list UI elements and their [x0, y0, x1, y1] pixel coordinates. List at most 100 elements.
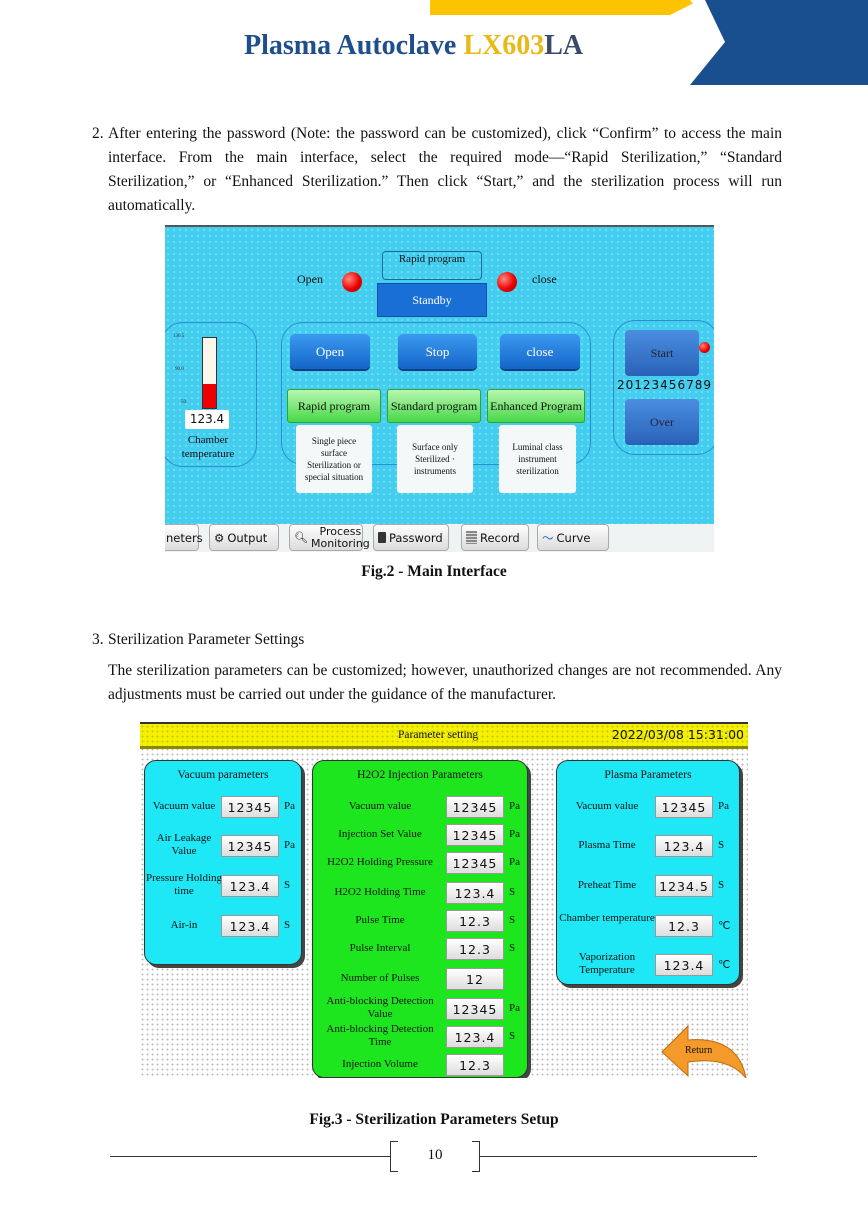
parameter-unit: S	[509, 942, 516, 954]
thermometer-gauge	[202, 337, 217, 409]
footer-bracket-right	[472, 1141, 480, 1172]
enhanced-program-button[interactable]: Enhanced Program	[487, 389, 585, 423]
over-button[interactable]: Over	[625, 399, 699, 445]
section-3-heading: Sterilization Parameter Settings	[108, 631, 305, 648]
datetime: 2022/03/08 15:31:00	[611, 727, 744, 742]
parameter-label: Pulse Time	[355, 914, 405, 926]
parameter-value-field[interactable]: 12.3	[655, 915, 713, 937]
parameter-unit: S	[509, 1030, 516, 1042]
parameter-value-field[interactable]: 123.4	[655, 835, 713, 857]
parameter-row: Vacuum value 12345 Pa	[145, 794, 301, 820]
parameter-value-field[interactable]: 12345	[446, 796, 504, 818]
parameter-unit: S	[284, 919, 291, 931]
device-icon	[378, 532, 386, 543]
parameter-label: Preheat Time	[577, 879, 637, 891]
parameter-label: Plasma Time	[578, 839, 636, 851]
parameter-label: Vaporization Temperature	[578, 951, 636, 976]
title-bar: Parameter setting 2022/03/08 15:31:00	[140, 722, 748, 749]
toolbar-password-button[interactable]: Password	[373, 524, 449, 551]
toolbar-parameters-button[interactable]: neters	[165, 524, 203, 551]
parameter-value-field[interactable]: 12345	[446, 824, 504, 846]
parameter-label: Vacuum value	[152, 800, 216, 812]
parameter-value-field[interactable]: 123.4	[446, 1026, 504, 1048]
footer-bracket-left	[390, 1141, 398, 1172]
parameter-value-field[interactable]: 12.3	[446, 1054, 504, 1076]
start-indicator-light	[699, 342, 710, 353]
open-indicator-label: Open	[297, 272, 323, 286]
screen-title: Parameter setting	[398, 729, 479, 741]
parameter-unit: ℃	[718, 959, 731, 971]
main-interface-screenshot: Rapid program Standby Open close 130.5 9…	[165, 225, 714, 552]
toolbar-label: Curve	[556, 530, 591, 545]
close-door-button[interactable]: close	[500, 334, 580, 369]
parameter-value-field[interactable]: 12	[446, 968, 504, 990]
parameter-row: H2O2 Holding Time 123.4 S	[313, 880, 527, 906]
panel-title: Vacuum parameters	[177, 769, 269, 781]
enhanced-program-description: Luminal class instrument sterilization	[499, 425, 576, 493]
parameter-value-field[interactable]: 123.4	[446, 882, 504, 904]
rapid-program-button[interactable]: Rapid program	[287, 389, 381, 423]
panel-title: H2O2 Injection Parameters	[357, 769, 483, 781]
panel-title: Plasma Parameters	[604, 769, 692, 781]
open-door-button[interactable]: Open	[290, 334, 370, 369]
footer-rule-right	[480, 1156, 757, 1157]
curve-icon: 〜	[542, 530, 554, 545]
parameter-value-field[interactable]: 12345	[446, 998, 504, 1020]
thermo-tick: 50.	[181, 400, 188, 405]
parameter-label: Anti-blocking Detection Time	[326, 1023, 434, 1048]
toolbar-label: Password	[389, 530, 443, 545]
section-number: 3.	[92, 631, 104, 648]
toolbar-label: Output	[227, 530, 268, 545]
magnifier-icon: 🔍︎	[294, 530, 308, 544]
start-panel	[613, 320, 714, 455]
parameter-setting-screenshot: Parameter setting 2022/03/08 15:31:00 Va…	[140, 722, 748, 1078]
return-button[interactable]: Return	[685, 1045, 713, 1056]
parameter-value-field[interactable]: 12345	[655, 796, 713, 818]
parameter-label: Injection Volume	[342, 1058, 418, 1070]
parameter-label: Pressure Holding time	[145, 872, 223, 897]
page-number: 10	[427, 1147, 443, 1163]
header-banner-graphic	[430, 0, 868, 85]
toolbar-curve-button[interactable]: 〜Curve	[537, 524, 609, 551]
parameter-value-field[interactable]: 12.3	[446, 910, 504, 932]
parameter-row: Plasma Time 123.4 S	[557, 833, 739, 859]
toolbar-process-monitoring-button[interactable]: 🔍︎Process Monitoring	[289, 524, 370, 551]
start-button[interactable]: Start	[625, 330, 699, 376]
toolbar-label: neters	[166, 530, 203, 545]
parameter-value-field[interactable]: 123.4	[655, 954, 713, 976]
parameter-row: Air Leakage Value 12345 Pa	[145, 832, 301, 859]
parameter-unit: S	[509, 914, 516, 926]
standard-program-button[interactable]: Standard program	[387, 389, 481, 423]
figure-3-caption: Fig.3 - Sterilization Parameters Setup	[309, 1111, 559, 1128]
parameter-row: Vacuum value 12345 Pa	[557, 794, 739, 820]
database-icon	[466, 531, 477, 544]
parameter-row: Chamber temperature 12.3 ℃	[557, 912, 739, 939]
parameter-value-field[interactable]: 12345	[446, 852, 504, 874]
chamber-temperature-panel	[165, 322, 257, 467]
stop-button[interactable]: Stop	[398, 334, 477, 369]
parameter-label: Air Leakage Value	[156, 832, 212, 857]
parameter-value-field[interactable]: 123.4	[221, 915, 279, 937]
toolbar-output-button[interactable]: ⚙Output	[209, 524, 279, 551]
parameter-value-field[interactable]: 12345	[221, 796, 279, 818]
parameter-unit: Pa	[284, 800, 295, 812]
section-3-text: The sterilization parameters can be cust…	[108, 662, 782, 703]
parameter-value-field[interactable]: 1234.5	[655, 875, 713, 897]
parameter-unit: Pa	[509, 1002, 520, 1014]
parameter-row: Injection Set Value 12345 Pa	[313, 822, 527, 848]
section-2-text: After entering the password (Note: the p…	[108, 125, 782, 214]
close-indicator-label: close	[532, 272, 557, 286]
toolbar-record-button[interactable]: Record	[461, 524, 529, 551]
parameter-unit: ℃	[718, 920, 731, 932]
parameter-value-field[interactable]: 12.3	[446, 938, 504, 960]
toolbar-label: Record	[480, 530, 520, 545]
thermometer-fill	[203, 383, 216, 408]
parameter-row: Injection Volume 12.3	[313, 1052, 527, 1078]
parameter-label: H2O2 Holding Pressure	[327, 856, 433, 868]
parameter-value-field[interactable]: 123.4	[221, 875, 279, 897]
return-arrow-icon[interactable]	[658, 1022, 748, 1078]
thermo-tick: 130.5	[173, 334, 185, 339]
parameter-value-field[interactable]: 12345	[221, 835, 279, 857]
parameter-unit: S	[509, 886, 516, 898]
